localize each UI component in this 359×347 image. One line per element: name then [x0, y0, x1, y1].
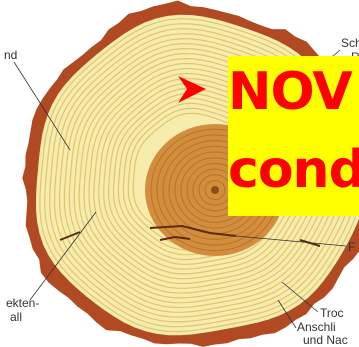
label-right-mid: F [348, 240, 355, 254]
label-right-bottom-2: Anschli [297, 320, 336, 334]
label-left-top: nd [4, 48, 17, 62]
label-right-bottom-3: und Nac [303, 333, 348, 347]
label-top-right-1: Sch [341, 36, 359, 50]
pith [211, 186, 219, 194]
label-right-bottom-1: Troc [320, 306, 344, 320]
overlay-text-line-1: NOV [228, 62, 352, 122]
label-left-bottom-2: all [10, 310, 22, 324]
label-left-bottom-1: ekten- [6, 296, 39, 310]
overlay-text-line-2: cond [228, 140, 359, 200]
overlay-banner: NOV cond [228, 56, 359, 216]
